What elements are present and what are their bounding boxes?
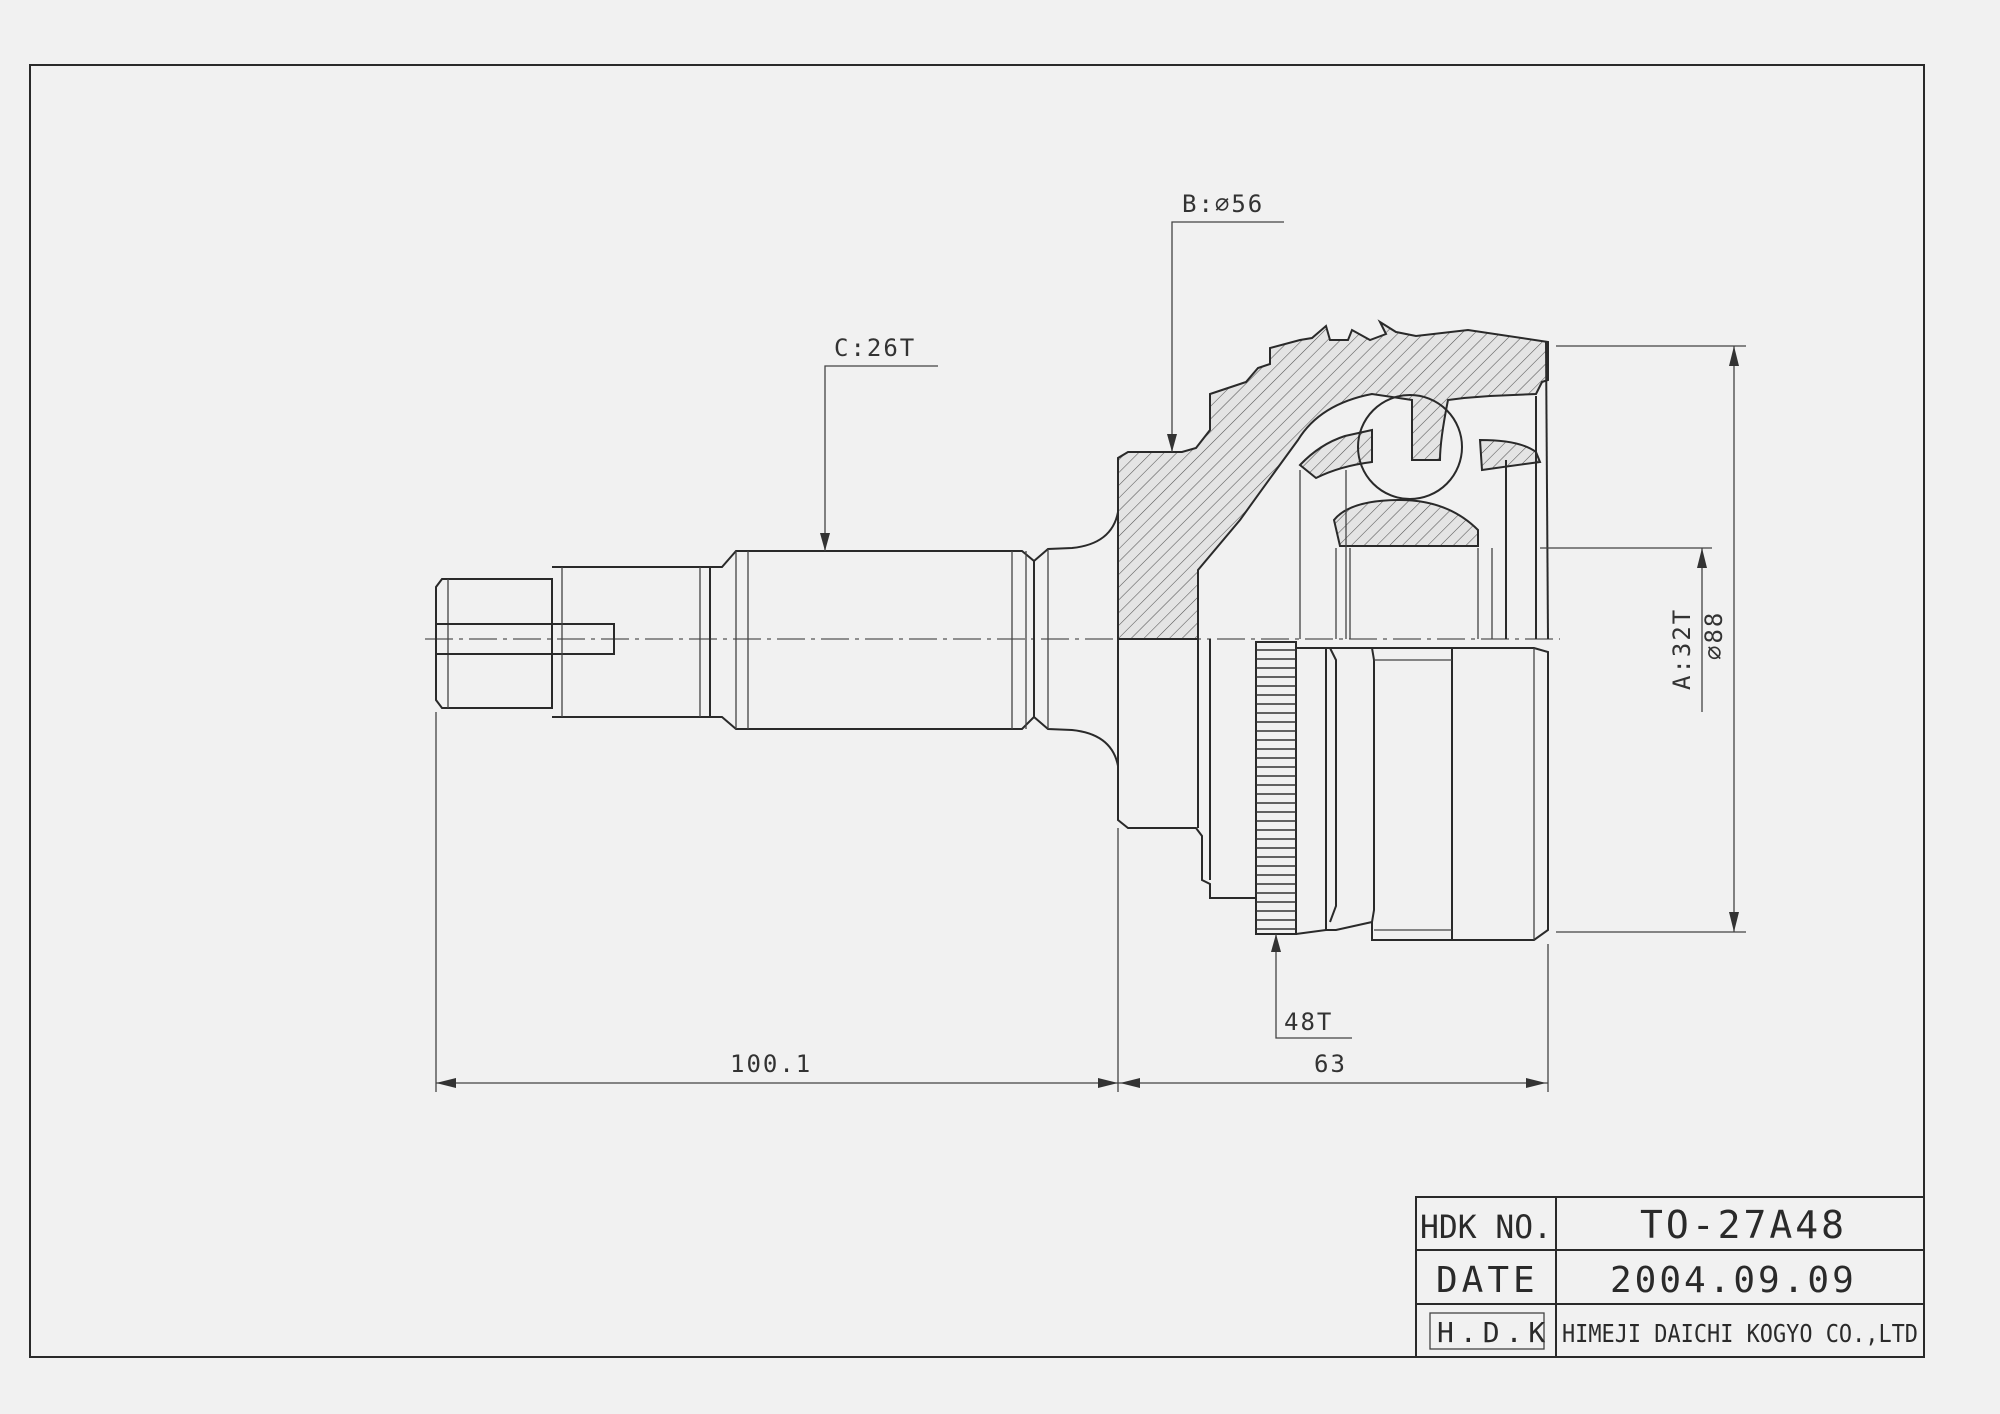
dimension-lines xyxy=(435,221,1746,1092)
dim-label-bell-length: 63 xyxy=(1314,1050,1347,1078)
dim-label-bell-diameter: ⌀88 xyxy=(1700,611,1728,660)
title-block xyxy=(1415,1196,1925,1358)
drawing-border xyxy=(29,64,1925,1358)
hdk-logo-text: H.D.K xyxy=(1437,1316,1551,1349)
dim-label-abs-ring: 48T xyxy=(1284,1008,1333,1036)
company-name: HIMEJI DAICHI KOGYO CO.,LTD xyxy=(1562,1319,1918,1348)
hdk-logo-box xyxy=(1429,1312,1545,1350)
part-number-heading: HDK NO. xyxy=(1420,1208,1552,1246)
dim-label-shaft-spline: C:26T xyxy=(834,334,916,362)
dim-label-inner-spline: A:32T xyxy=(1668,608,1696,690)
dim-label-outer-diameter: B:⌀56 xyxy=(1182,190,1264,218)
abs-tone-ring-teeth xyxy=(1256,649,1296,930)
date-value: 2004.09.09 xyxy=(1610,1260,1857,1301)
date-heading: DATE xyxy=(1436,1260,1539,1301)
outer-bell-housing xyxy=(1117,319,1549,941)
part-number-value: TO-27A48 xyxy=(1640,1203,1847,1247)
dim-label-shaft-length: 100.1 xyxy=(730,1050,812,1078)
